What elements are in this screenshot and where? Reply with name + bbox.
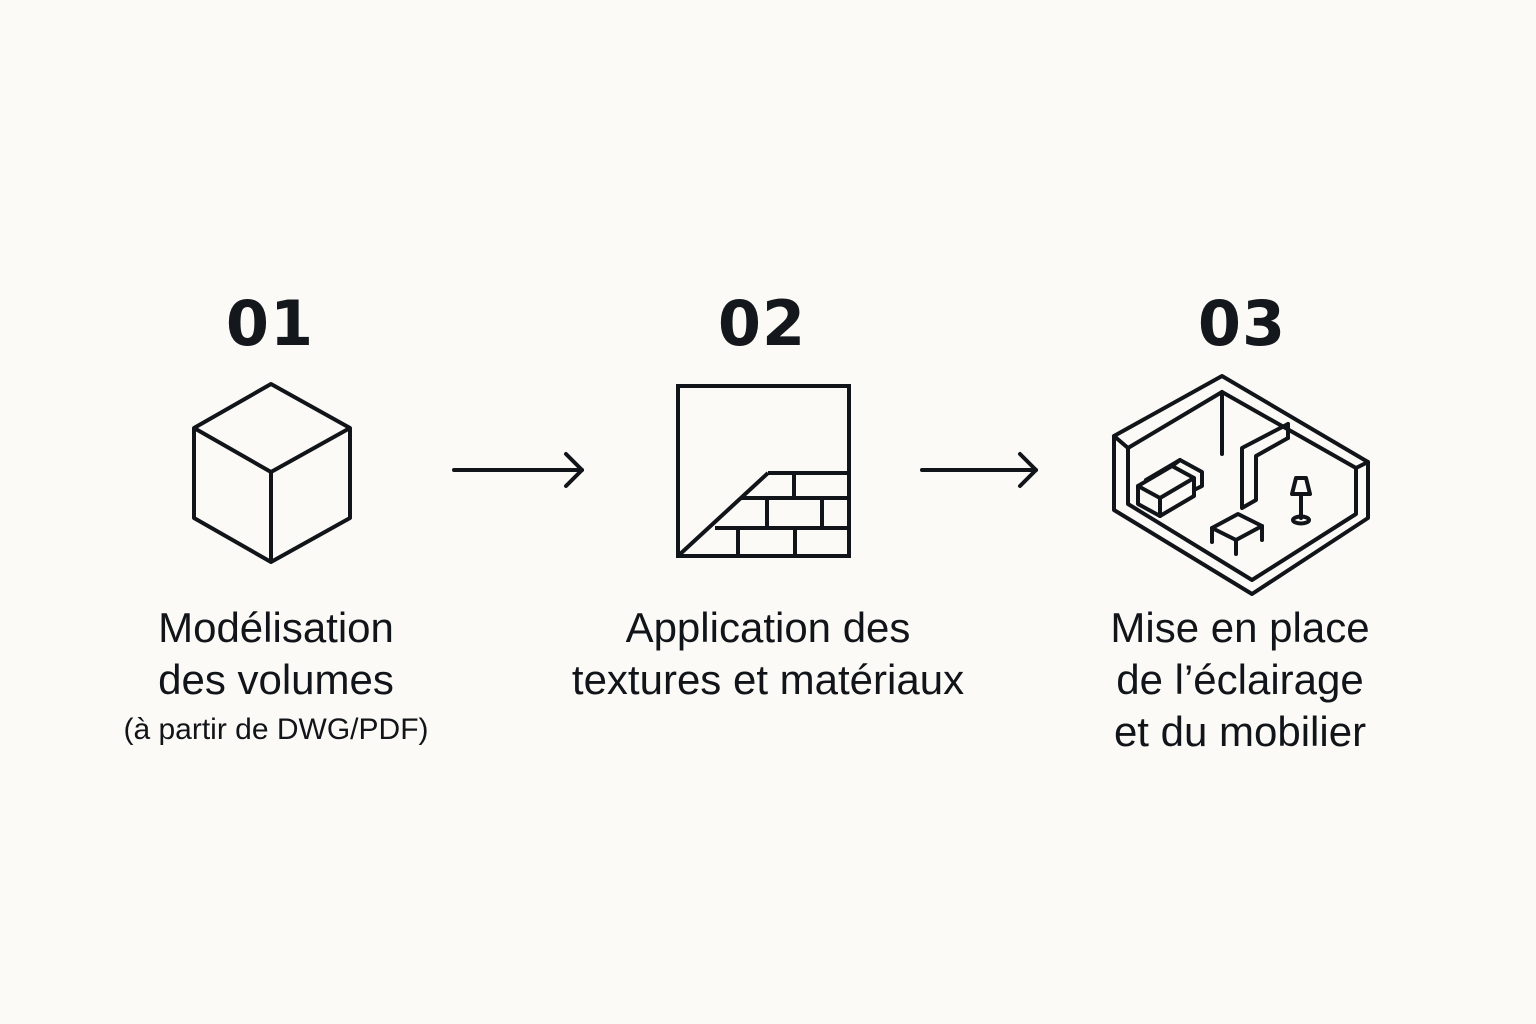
step-label-01: Modélisation des volumes (à partir de DW… [96, 602, 456, 752]
step-label-line: des volumes [158, 656, 394, 703]
step-number-03: 03 [1197, 287, 1287, 360]
step-number-01: 01 [225, 287, 315, 360]
step-label-line: Mise en place [1110, 604, 1370, 651]
step-sublabel: (à partir de DWG/PDF) [123, 713, 429, 746]
step-label-02: Application des textures et matériaux [538, 602, 998, 706]
cube-icon [186, 376, 356, 568]
step-label-line: Application des [625, 604, 911, 651]
brick-wall-texture-icon [670, 380, 856, 562]
step-label-line: de l’éclairage [1116, 656, 1364, 703]
furnished-room-icon [1106, 368, 1376, 598]
step-number-02: 02 [717, 287, 807, 360]
arrow-right-icon [918, 448, 1048, 492]
step-label-line: textures et matériaux [571, 656, 965, 703]
step-label-line: Modélisation [158, 604, 394, 651]
step-label-03: Mise en place de l’éclairage et du mobil… [1060, 602, 1420, 758]
arrow-right-icon [450, 448, 590, 492]
step-label-line: et du mobilier [1113, 708, 1367, 755]
